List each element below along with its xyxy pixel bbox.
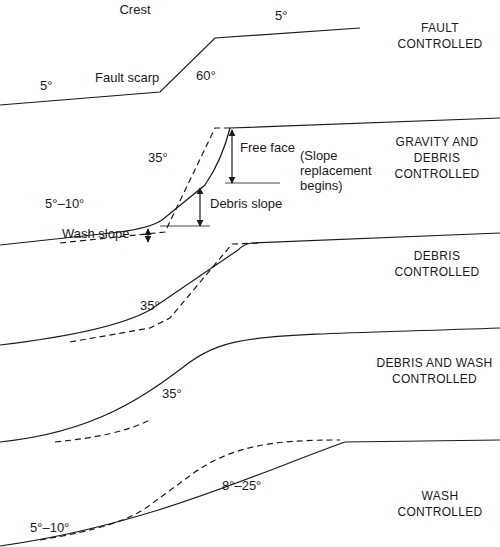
wash-profile [0,440,500,546]
slope-label: 8°–25° [222,478,282,493]
slope-label: 60° [196,68,236,83]
tick-line [160,226,210,227]
fault-profile [0,28,360,105]
stage-heading: GRAVITY AND DEBRIS CONTROLLED [382,134,492,182]
former-profile [60,128,232,243]
stage-heading: DEBRIS CONTROLLED [382,248,492,280]
wash-slope-dimension [147,229,148,242]
slope-label: 35° [162,386,202,401]
slope-label: 35° [148,150,188,165]
stage-heading: FAULT CONTROLLED [385,20,495,52]
slope-label: 5° [275,8,305,23]
stage-heading: DEBRIS AND WASH CONTROLLED [372,355,497,387]
former-profile [70,243,262,342]
debris-wash-profile [0,328,500,442]
former-profile [55,420,150,442]
tick-line [225,183,280,184]
debris-slope-dimension [199,188,200,226]
slope-label: 5° [40,78,70,93]
stage-heading: WASH CONTROLLED [385,488,495,520]
debris-profile [0,233,500,345]
slope-label: (Slope replacement begins) [300,148,385,193]
slope-label: 5°–10° [45,196,105,211]
gravity-profile [0,118,500,245]
slope-label: Wash slope [62,226,147,241]
slope-label: Free face [240,140,310,155]
slope-label: Debris slope [210,196,300,211]
free-face-dimension [231,130,232,183]
slope-label: 35° [140,298,180,313]
slope-label: 5°–10° [30,520,90,535]
slope-label: Crest [105,2,165,17]
former-profile [40,440,340,540]
slope-label: Fault scarp [95,70,175,85]
